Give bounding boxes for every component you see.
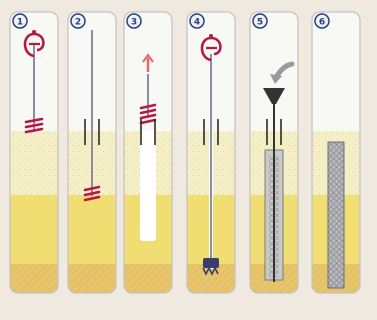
pile-reinforcement: [328, 142, 344, 288]
step-badge: 2: [71, 14, 85, 28]
clay-layer: [68, 195, 116, 264]
panel-1: 1: [10, 12, 58, 293]
step-number: 4: [194, 18, 200, 28]
panel-4: 4: [187, 12, 235, 293]
panel-2: 2: [68, 12, 116, 293]
panel-3: 3: [124, 12, 172, 293]
borehole: [140, 131, 156, 241]
panel-6: 6: [312, 12, 360, 293]
step-badge: 3: [127, 14, 141, 28]
step-badge: 6: [315, 14, 329, 28]
step-number: 1: [17, 18, 23, 28]
sky-layer: [312, 12, 360, 131]
step-badge: 1: [13, 14, 27, 28]
step-number: 6: [319, 18, 325, 28]
step-number: 5: [257, 18, 263, 28]
panel-5: 5: [250, 12, 298, 293]
step-badge: 4: [190, 14, 204, 28]
step-number: 3: [131, 18, 137, 28]
cutting-head: [203, 258, 219, 274]
step-badge: 5: [253, 14, 267, 28]
clay-layer: [10, 195, 58, 264]
step-number: 2: [75, 18, 81, 28]
stage-content: [328, 142, 344, 288]
